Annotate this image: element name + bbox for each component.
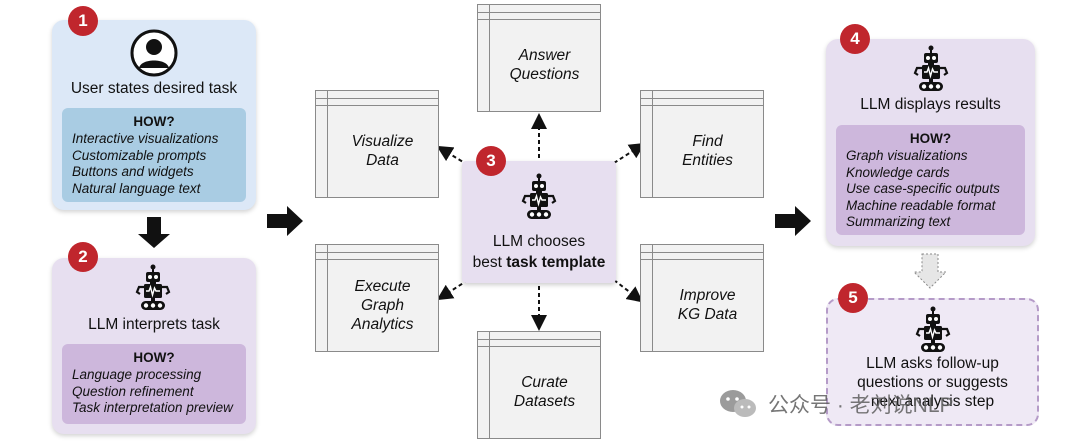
- step2-how-title: HOW?: [133, 350, 175, 365]
- template-label: Graph: [360, 296, 405, 314]
- robot-icon: [914, 306, 952, 354]
- template-label: Answer: [518, 47, 571, 64]
- dashed-arrow-improve: [613, 279, 644, 303]
- step5-title-line: questions or suggests: [857, 374, 1008, 391]
- step2-title: LLM interprets task: [88, 316, 220, 333]
- wechat-icon: [720, 390, 756, 417]
- template-label: Improve: [679, 287, 736, 304]
- template-label: KG Data: [677, 306, 738, 323]
- user-avatar-icon: [130, 29, 178, 77]
- step1-panel: User states desired task HOW? Interactiv…: [52, 20, 256, 210]
- step2-how-item: Question refinement: [72, 383, 194, 399]
- step1-how-title: HOW?: [133, 114, 175, 129]
- template-label: Find: [692, 133, 723, 150]
- watermark: 公众号 · 老刘说NLP: [718, 384, 954, 424]
- dashed-arrow-find: [613, 142, 646, 164]
- template-label: Datasets: [513, 393, 576, 410]
- robot-icon: [134, 264, 172, 312]
- arrow-right-to-center: [267, 206, 303, 236]
- step5-panel: LLM asks follow-up questions or suggests…: [826, 298, 1039, 426]
- step2-panel: LLM interprets task HOW? Language proces…: [52, 258, 256, 434]
- template-label: Visualize: [351, 133, 414, 150]
- step4-how-item: Machine readable format: [846, 197, 996, 213]
- step3-badge: 3: [476, 146, 506, 176]
- step3-line1: LLM chooses: [492, 233, 586, 250]
- step2-how-box: HOW? Language processing Question refine…: [62, 344, 246, 424]
- step4-how-item: Graph visualizations: [846, 148, 968, 163]
- template-label: Entities: [682, 152, 733, 169]
- step5-title-line: next analysis step: [870, 393, 995, 410]
- step1-how-item: Customizable prompts: [72, 147, 207, 163]
- step3-text: LLM chooses best task template: [462, 231, 616, 273]
- step2-badge: 2: [68, 242, 98, 272]
- step3-line2-bold: task template: [506, 254, 606, 271]
- template-improve-kg-data: Improve KG Data: [640, 244, 764, 352]
- step4-title: LLM displays results: [860, 96, 1001, 113]
- dashed-arrow-visualize: [436, 145, 469, 166]
- step1-how-box: HOW? Interactive visualizations Customiz…: [62, 108, 246, 202]
- step2-how-item: Task interpretation preview: [72, 400, 233, 415]
- arrow-right-to-results: [775, 206, 811, 236]
- step5-title: LLM asks follow-up questions or suggests…: [828, 354, 1037, 411]
- step4-how-box: HOW? Graph visualizations Knowledge card…: [836, 125, 1025, 235]
- arrow-down-step1-to-step2: [138, 217, 170, 248]
- arrow-down-step4-to-step5: [912, 253, 948, 289]
- watermark-text: 公众号 · 老刘说NLP: [768, 394, 954, 417]
- step4-how-item: Use case-specific outputs: [846, 181, 1000, 196]
- step1-how-item: Interactive visualizations: [72, 131, 219, 146]
- template-label: Data: [366, 152, 399, 169]
- step5-badge: 5: [838, 283, 868, 313]
- step5-title-line: LLM asks follow-up: [866, 355, 999, 372]
- step1-how-item: Buttons and widgets: [72, 164, 194, 179]
- template-label: Execute: [354, 277, 411, 295]
- step4-how-item: Knowledge cards: [846, 164, 950, 180]
- template-label: Analytics: [351, 315, 414, 333]
- robot-icon: [912, 45, 950, 93]
- step1-title: User states desired task: [70, 80, 238, 97]
- template-label: Questions: [509, 66, 580, 83]
- step2-how-item: Language processing: [72, 367, 202, 382]
- step4-how-title: HOW?: [909, 131, 952, 146]
- step3-line2: best task template: [462, 252, 616, 273]
- dashed-arrow-execute: [436, 279, 469, 301]
- step3-panel: LLM chooses best task template: [462, 161, 616, 283]
- step4-panel: LLM displays results HOW? Graph visualiz…: [826, 39, 1035, 246]
- robot-icon: [520, 173, 558, 221]
- step1-badge: 1: [68, 6, 98, 36]
- step4-badge: 4: [840, 24, 870, 54]
- template-label: Curate: [521, 374, 568, 391]
- step3-line2-prefix: best: [472, 254, 507, 271]
- step4-how-item: Summarizing text: [846, 214, 951, 229]
- step1-how-item: Natural language text: [72, 180, 201, 196]
